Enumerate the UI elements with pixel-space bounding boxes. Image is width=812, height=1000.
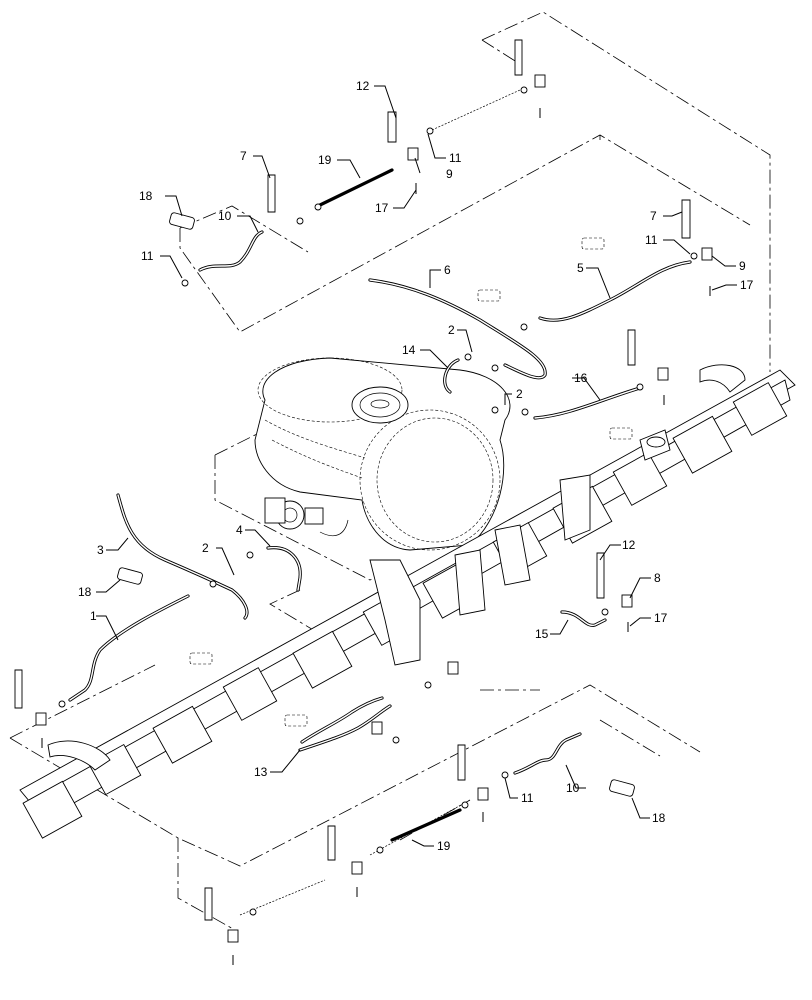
callout-17-upper: 17 <box>375 201 389 215</box>
callout-labels: 12 7 19 11 9 18 10 17 11 7 11 9 17 6 5 2… <box>78 79 754 853</box>
main-frame <box>19 364 796 839</box>
callout-12-right: 12 <box>622 538 636 552</box>
callout-11-lower: 11 <box>521 791 534 805</box>
callout-2-mid: 2 <box>516 387 523 401</box>
callout-7-upper-left: 7 <box>240 149 247 163</box>
pump-assembly <box>264 497 349 537</box>
callout-14: 14 <box>402 343 416 357</box>
callout-7-right: 7 <box>650 209 657 223</box>
callout-19-upper: 19 <box>318 153 332 167</box>
callout-16: 16 <box>574 371 588 385</box>
callout-3: 3 <box>97 543 104 557</box>
callout-17-lower: 17 <box>654 611 668 625</box>
callout-5: 5 <box>577 261 584 275</box>
callout-11-upper: 11 <box>449 151 462 165</box>
callout-4: 4 <box>236 523 243 537</box>
callout-6: 6 <box>444 263 451 277</box>
callout-18-upper: 18 <box>139 189 153 203</box>
callout-1: 1 <box>90 609 97 623</box>
callout-17-right: 17 <box>740 278 754 292</box>
callout-13: 13 <box>254 765 268 779</box>
callout-10-upper: 10 <box>218 209 232 223</box>
callout-8: 8 <box>654 571 661 585</box>
callout-18-left: 18 <box>78 585 92 599</box>
callout-10-lower: 10 <box>566 781 580 795</box>
callout-12-upper: 12 <box>356 79 370 93</box>
callout-2-lower: 2 <box>202 541 209 555</box>
callout-9-right: 9 <box>739 259 746 273</box>
callout-11-left: 11 <box>141 249 154 263</box>
hoses <box>68 89 692 916</box>
fittings <box>14 39 713 965</box>
callout-15: 15 <box>535 627 549 641</box>
callout-18-lower: 18 <box>652 811 666 825</box>
callout-9-upper: 9 <box>446 167 453 181</box>
spray-tank <box>254 357 511 551</box>
leader-lines <box>96 85 737 847</box>
callout-11-right: 11 <box>645 233 658 247</box>
callout-2-upper: 2 <box>448 323 455 337</box>
callout-19-lower: 19 <box>437 839 451 853</box>
